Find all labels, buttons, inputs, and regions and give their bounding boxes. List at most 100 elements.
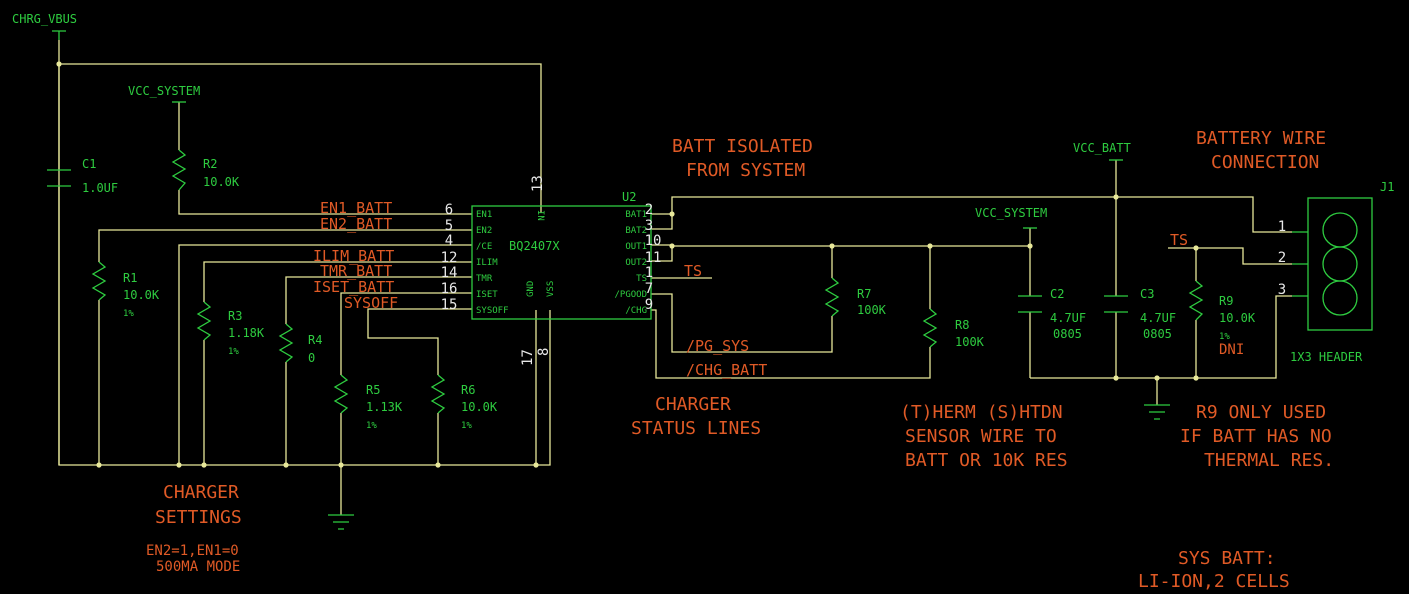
- r8-value: 100K: [955, 335, 985, 349]
- u2-pin-12-number: 12: [441, 250, 458, 266]
- note-charger-settings-line-2: SETTINGS: [155, 507, 242, 528]
- ic-u2: U2 BQ2407X EN1 EN2 /CE ILIM TMR ISET SYS…: [441, 175, 662, 366]
- c2-value: 4.7UF: [1050, 311, 1086, 325]
- resistor-r8: R8 100K: [922, 308, 985, 349]
- net-chg-batt: /CHG_BATT: [686, 361, 767, 379]
- note-battery-wire-line-2: CONNECTION: [1211, 152, 1319, 173]
- r9-ref: R9: [1219, 294, 1233, 308]
- vcc-system-label-2: VCC_SYSTEM: [975, 206, 1047, 220]
- u2-pin-6-number: 6: [445, 202, 453, 218]
- note-charger-status-line-2: STATUS LINES: [631, 418, 761, 439]
- r3-value: 1.18K: [228, 326, 265, 340]
- resistor-r6: R6 10.0K 1%: [430, 374, 498, 431]
- r5-value: 1.13K: [366, 400, 403, 414]
- r8-ref: R8: [955, 318, 969, 332]
- r9-tolerance: 1%: [1219, 332, 1230, 342]
- u2-pin-chg-name: /CHG: [625, 306, 647, 316]
- u2-pin-13-number: 13: [530, 175, 546, 192]
- r1-tolerance: 1%: [123, 309, 134, 319]
- u2-pin-vss-name: VSS: [546, 281, 556, 297]
- vcc-batt-label: VCC_BATT: [1073, 141, 1131, 155]
- u2-pin-tmr-name: TMR: [476, 274, 493, 284]
- net-labels: EN1_BATT EN2_BATT ILIM_BATT TMR_BATT ISE…: [313, 199, 1188, 379]
- power-port-chrg-vbus: CHRG_VBUS: [12, 12, 77, 40]
- note-sys-batt-line-2: LI-ION,2 CELLS: [1138, 571, 1290, 592]
- u2-pin-en2-name: EN2: [476, 226, 492, 236]
- wires: [58, 40, 1292, 515]
- r9-value: 10.0K: [1219, 311, 1256, 325]
- u2-pin-10-number: 10: [645, 233, 662, 249]
- r6-ref: R6: [461, 383, 475, 397]
- c3-package: 0805: [1143, 327, 1172, 341]
- j1-pin-3-number: 3: [1278, 282, 1286, 298]
- note-r9-line-3: THERMAL RES.: [1204, 450, 1334, 471]
- r3-ref: R3: [228, 309, 242, 323]
- note-battery-wire-line-1: BATTERY WIRE: [1196, 128, 1326, 149]
- note-therm-line-3: BATT OR 10K RES: [905, 450, 1068, 471]
- u2-pin-4-number: 4: [445, 233, 453, 249]
- note-r9-line-1: R9 ONLY USED: [1196, 402, 1326, 423]
- power-port-vcc-system-1: VCC_SYSTEM: [128, 84, 200, 103]
- note-charger-settings-line-1: CHARGER: [163, 482, 239, 503]
- r7-value: 100K: [857, 303, 887, 317]
- c2-ref: C2: [1050, 287, 1064, 301]
- note-batt-isolated-line-2: FROM SYSTEM: [686, 160, 805, 181]
- net-pg-sys: /PG_SYS: [686, 337, 749, 355]
- u2-pin-1-number: 1: [645, 265, 653, 281]
- u2-pin-in-name: IN: [535, 210, 545, 221]
- j1-pin-1-number: 1: [1278, 219, 1286, 235]
- resistor-r9: R9 10.0K 1% DNI: [1188, 280, 1256, 358]
- u2-pin-iset-name: ISET: [476, 290, 498, 300]
- u2-pin-gnd-name: GND: [526, 281, 536, 297]
- r1-value: 10.0K: [123, 288, 160, 302]
- vcc-system-label-1: VCC_SYSTEM: [128, 84, 200, 98]
- capacitor-c3: C3 4.7UF 0805: [1104, 287, 1176, 341]
- r5-ref: R5: [366, 383, 380, 397]
- note-mode-line-2: 500MA MODE: [156, 559, 240, 575]
- u2-pin-out1-name: OUT1: [625, 242, 647, 252]
- r2-ref: R2: [203, 157, 217, 171]
- u2-pin-17-number: 17: [520, 349, 536, 366]
- net-ts-2: TS: [1170, 231, 1188, 249]
- r6-value: 10.0K: [461, 400, 498, 414]
- capacitor-c1: C1 1.0UF: [47, 157, 118, 195]
- u2-pin-5-number: 5: [445, 218, 453, 234]
- c1-value: 1.0UF: [82, 181, 118, 195]
- r3-tolerance: 1%: [228, 347, 239, 357]
- net-ts-1: TS: [684, 262, 702, 280]
- r1-ref: R1: [123, 271, 137, 285]
- u2-pin-pgood-name: /PGOOD: [614, 290, 647, 300]
- net-iset-batt: ISET_BATT: [313, 278, 394, 296]
- resistor-r1: R1 10.0K 1%: [91, 261, 160, 319]
- u2-pin-14-number: 14: [441, 265, 458, 281]
- ground-symbol-2: [1144, 404, 1170, 420]
- power-port-vcc-batt: VCC_BATT: [1073, 141, 1131, 161]
- note-r9-line-2: IF BATT HAS NO: [1180, 426, 1332, 447]
- junctions: [56, 61, 1199, 468]
- resistor-r2: R2 10.0K: [171, 149, 240, 191]
- net-tmr-batt: TMR_BATT: [320, 262, 392, 280]
- u2-pin-en1-name: EN1: [476, 210, 492, 220]
- u2-pin-ce-name: /CE: [476, 242, 492, 252]
- j1-value: 1X3 HEADER: [1290, 350, 1363, 364]
- resistor-r3: R3 1.18K 1%: [196, 301, 265, 357]
- u2-pin-16-number: 16: [441, 281, 458, 297]
- u2-pin-bat1-name: BAT1: [625, 210, 647, 220]
- c3-value: 4.7UF: [1140, 311, 1176, 325]
- j1-pin-2-number: 2: [1278, 250, 1286, 266]
- u2-pin-ilim-name: ILIM: [476, 258, 498, 268]
- note-mode-line-1: EN2=1,EN1=0: [146, 543, 239, 559]
- annotations: BATT ISOLATED FROM SYSTEM BATTERY WIRE C…: [146, 128, 1334, 592]
- u2-pin-15-number: 15: [441, 297, 458, 313]
- u2-pin-8-number: 8: [536, 348, 552, 356]
- note-sys-batt-line-1: SYS BATT:: [1178, 548, 1276, 569]
- u2-pin-ts-name: TS: [636, 274, 647, 284]
- note-batt-isolated-line-1: BATT ISOLATED: [672, 136, 813, 157]
- r4-ref: R4: [308, 333, 322, 347]
- r6-tolerance: 1%: [461, 421, 472, 431]
- resistor-r7: R7 100K: [824, 277, 887, 317]
- connector-j1: J1 1X3 HEADER 1 2 3: [1278, 180, 1395, 364]
- power-port-vcc-system-2: VCC_SYSTEM: [975, 206, 1047, 229]
- r2-value: 10.0K: [203, 175, 240, 189]
